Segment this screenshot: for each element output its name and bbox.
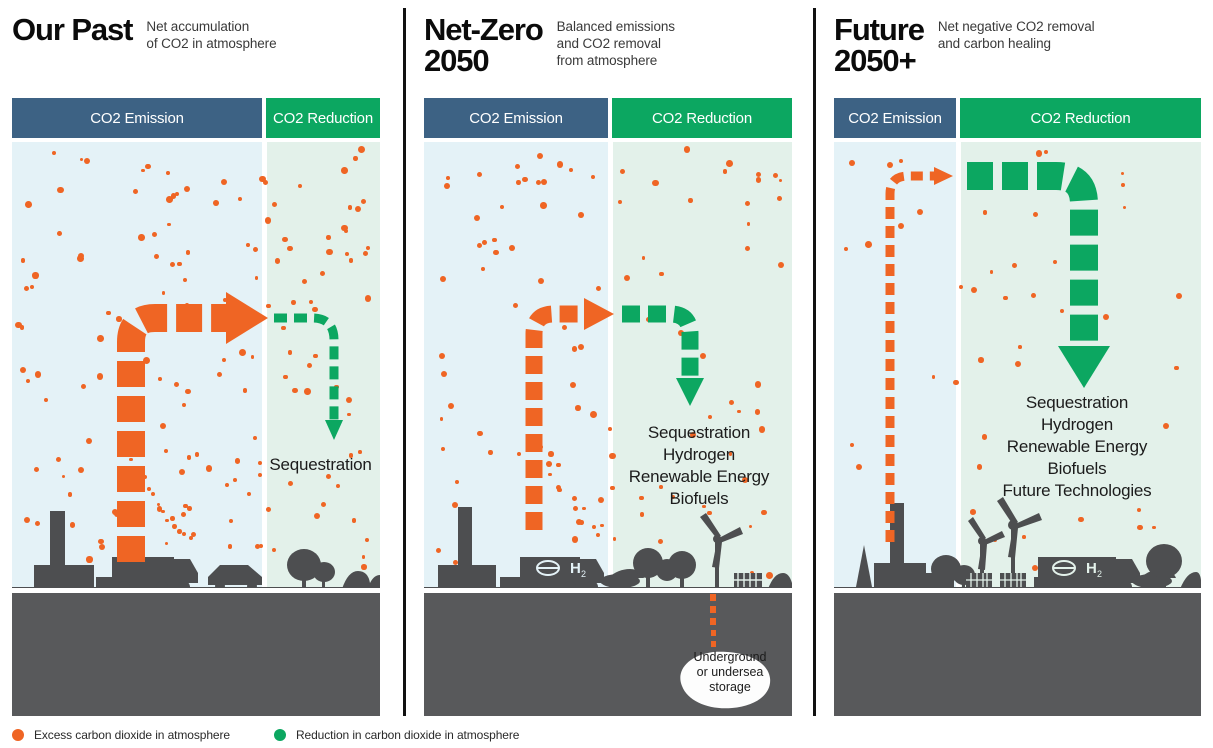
bar-co2-emission[interactable]: CO2 Emission — [834, 98, 956, 138]
legend-item-reduction: Reduction in carbon dioxide in atmospher… — [273, 728, 520, 742]
panel-header: Our Past Net accumulation of CO2 in atmo… — [12, 14, 277, 52]
svg-text:H: H — [1086, 560, 1097, 577]
bar-co2-emission-label: CO2 Emission — [469, 109, 563, 127]
category-bars: CO2 Emission CO2 Reduction — [834, 98, 1201, 138]
panel-header: Net-Zero 2050 Balanced emissions and CO2… — [424, 14, 675, 76]
emission-arrow-icon — [525, 298, 614, 530]
legend-label-reduction: Reduction in carbon dioxide in atmospher… — [295, 728, 520, 742]
flow-arrows — [12, 142, 380, 716]
bar-co2-emission-label: CO2 Emission — [90, 109, 184, 127]
scene: Sequestration — [12, 142, 380, 716]
panel-title: Our Past — [12, 12, 134, 47]
bar-co2-reduction-label: CO2 Reduction — [1030, 109, 1131, 127]
bar-co2-reduction[interactable]: CO2 Reduction — [612, 98, 792, 138]
sky-divider — [956, 142, 961, 588]
panel-subtitle: Net negative CO2 removal and carbon heal… — [937, 19, 1095, 51]
bar-co2-reduction[interactable]: CO2 Reduction — [266, 98, 380, 138]
panel-title: Future 2050+ — [834, 12, 925, 78]
panel-subtitle: Net accumulation of CO2 in atmosphere — [146, 19, 277, 51]
sky-reduction-side — [267, 142, 380, 588]
flow-arrows — [834, 142, 1201, 716]
category-bars: CO2 Emission CO2 Reduction — [12, 98, 380, 138]
reduction-caption: Sequestration — [269, 455, 372, 474]
panel-divider — [403, 8, 406, 716]
panel-divider — [813, 8, 816, 716]
co2-dot-field — [424, 142, 792, 588]
scene: H 2 Sequestration Hydrogen Renewable E — [834, 142, 1201, 716]
panel-header: Future 2050+ Net negative CO2 removal an… — [834, 14, 1095, 76]
flow-arrows — [424, 142, 792, 716]
legend-item-excess: Excess carbon dioxide in atmosphere — [12, 728, 230, 742]
reduction-arrow-icon — [274, 313, 343, 440]
green-dot-icon — [273, 729, 286, 741]
co2-dot-field — [834, 142, 1201, 588]
underground-storage-callout: Underground or undersea storage — [670, 594, 790, 712]
bar-co2-reduction-label: CO2 Reduction — [273, 109, 373, 127]
svg-text:H: H — [570, 560, 581, 577]
panel-future-2050-plus: Future 2050+ Net negative CO2 removal an… — [822, 0, 1213, 716]
ground-line — [424, 588, 792, 593]
ground-line — [834, 588, 1201, 593]
bar-co2-emission[interactable]: CO2 Emission — [424, 98, 608, 138]
svg-text:2: 2 — [1097, 569, 1102, 579]
legend-label-excess: Excess carbon dioxide in atmosphere — [34, 728, 230, 742]
underground-storage-label: Underground or undersea storage — [693, 650, 767, 694]
ground — [12, 593, 380, 716]
orange-dot-icon — [12, 729, 24, 741]
panel-subtitle: Balanced emissions and CO2 removal from … — [556, 19, 675, 68]
ground-line — [12, 588, 380, 593]
bar-co2-emission-label: CO2 Emission — [848, 109, 942, 127]
panel-title: Net-Zero 2050 — [424, 12, 544, 78]
bar-co2-reduction-label: CO2 Reduction — [652, 109, 752, 127]
emission-arrow-icon — [117, 292, 268, 562]
sky-divider — [262, 142, 267, 588]
bar-co2-emission[interactable]: CO2 Emission — [12, 98, 262, 138]
bar-co2-reduction[interactable]: CO2 Reduction — [960, 98, 1201, 138]
reduction-caption: Sequestration Hydrogen Renewable Energy … — [628, 423, 770, 508]
ground — [834, 593, 1201, 716]
reduction-arrow-icon — [622, 305, 704, 406]
category-bars: CO2 Emission CO2 Reduction — [424, 98, 792, 138]
legend: Excess carbon dioxide in atmosphere Redu… — [12, 728, 563, 742]
emission-arrow-icon — [885, 167, 953, 542]
sky-divider — [608, 142, 613, 588]
reduction-arrow-icon — [967, 162, 1110, 388]
sky-emission-side — [424, 142, 608, 588]
panel-our-past: Our Past Net accumulation of CO2 in atmo… — [0, 0, 392, 716]
panel-net-zero-2050: Net-Zero 2050 Balanced emissions and CO2… — [412, 0, 804, 716]
reduction-caption: Sequestration Hydrogen Renewable Energy … — [1002, 393, 1152, 500]
svg-text:2: 2 — [581, 569, 586, 579]
scene: H 2 Sequestration Hydrogen Renewable E — [424, 142, 792, 716]
